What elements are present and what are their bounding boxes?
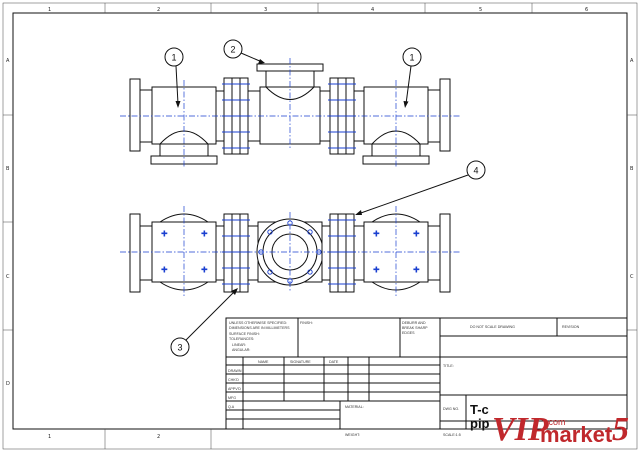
tb-linear: LINEAR:: [232, 343, 246, 347]
tb-unless: UNLESS OTHERWISE SPECIFIED:: [229, 321, 287, 325]
zone-col-5: 5: [479, 7, 482, 13]
zone-row-c: C: [6, 274, 10, 280]
tb-qa: Q.A: [228, 405, 235, 409]
tb-drawn: DRAWN: [228, 369, 242, 373]
balloon-2: 2: [223, 39, 265, 64]
balloon-4-label: 4: [474, 166, 479, 176]
watermark-vip: VIP: [492, 411, 549, 448]
zone-col-6: 6: [585, 7, 588, 13]
tb-angular: ANGULAR:: [232, 348, 250, 352]
zone-row-a: A: [6, 58, 10, 64]
svg-text:+: +: [413, 229, 420, 238]
tb-col-name: NAME: [258, 360, 269, 364]
balloon-2-label: 2: [231, 45, 236, 55]
zone-col-3: 3: [264, 7, 267, 13]
top-view-assembly: [120, 58, 460, 168]
tb-deburr-2: BREAK SHARP: [402, 326, 428, 330]
watermark-com: .com: [546, 417, 566, 427]
title-block: UNLESS OTHERWISE SPECIFIED: DIMENSIONS A…: [225, 317, 628, 437]
watermark-five: 5: [612, 411, 629, 448]
zone-ticks: [3, 3, 637, 449]
tb-revision: REVISION: [562, 325, 580, 329]
tb-col-date: DATE: [329, 360, 339, 364]
front-view-assembly: + + + + + + + +: [120, 206, 460, 298]
balloon-1-right: 1: [402, 47, 422, 108]
balloon-1-left-label: 1: [172, 53, 177, 63]
svg-text:+: +: [161, 265, 168, 274]
svg-text:+: +: [413, 265, 420, 274]
vipmarket5-watermark: VIP .com market 5: [492, 411, 629, 448]
balloon-1-right-label: 1: [410, 53, 415, 63]
tb-title-label: TITLE:: [443, 364, 454, 368]
tb-tolerances: TOLERANCES:: [229, 337, 254, 341]
zone-row-d: D: [6, 381, 10, 387]
balloon-3-label: 3: [178, 343, 183, 353]
tb-col-signature: SIGNATURE: [290, 360, 311, 364]
tb-deburr-1: DEBURR AND: [402, 321, 426, 325]
tb-no-scale: DO NOT SCALE DRAWING: [470, 325, 515, 329]
svg-text:+: +: [373, 229, 380, 238]
zone-row-c-right: C: [630, 274, 634, 280]
balloon-1-left: 1: [164, 47, 184, 108]
zone-row-b: B: [6, 166, 10, 172]
tb-finish: FINISH:: [300, 321, 313, 325]
svg-text:+: +: [201, 265, 208, 274]
zone-col-1-bottom: 1: [48, 434, 51, 440]
tb-weight: WEIGHT:: [345, 433, 360, 437]
svg-text:+: +: [161, 229, 168, 238]
svg-text:+: +: [201, 229, 208, 238]
zone-col-2: 2: [157, 7, 160, 13]
zone-row-b-right: B: [630, 166, 634, 172]
tb-material: MATERIAL:: [345, 405, 364, 409]
balloon-4: 4: [355, 160, 486, 215]
zone-col-2-bottom: 2: [157, 434, 160, 440]
tb-dims: DIMENSIONS ARE IN MILLIMETERS: [229, 326, 290, 330]
tb-mfg: MFG: [228, 396, 236, 400]
zone-col-1: 1: [48, 7, 51, 13]
tb-scale: SCALE:1:5: [443, 433, 461, 437]
svg-text:+: +: [373, 265, 380, 274]
zone-row-a-right: A: [630, 58, 634, 64]
tb-chkd: CHK'D: [228, 378, 239, 382]
zone-col-4: 4: [371, 7, 374, 13]
watermark-market: market: [540, 422, 613, 447]
tb-deburr-3: EDGES: [402, 331, 415, 335]
tb-dwg-no: DWG NO.: [443, 407, 459, 411]
tb-title-line-2: pip: [470, 416, 490, 431]
outer-border: [2, 2, 638, 450]
tb-title-line-1: T-c: [470, 402, 489, 417]
tb-appvd: APPV'D: [228, 387, 241, 391]
tb-surface: SURFACE FINISH:: [229, 332, 260, 336]
balloon-3: 3: [170, 288, 238, 357]
